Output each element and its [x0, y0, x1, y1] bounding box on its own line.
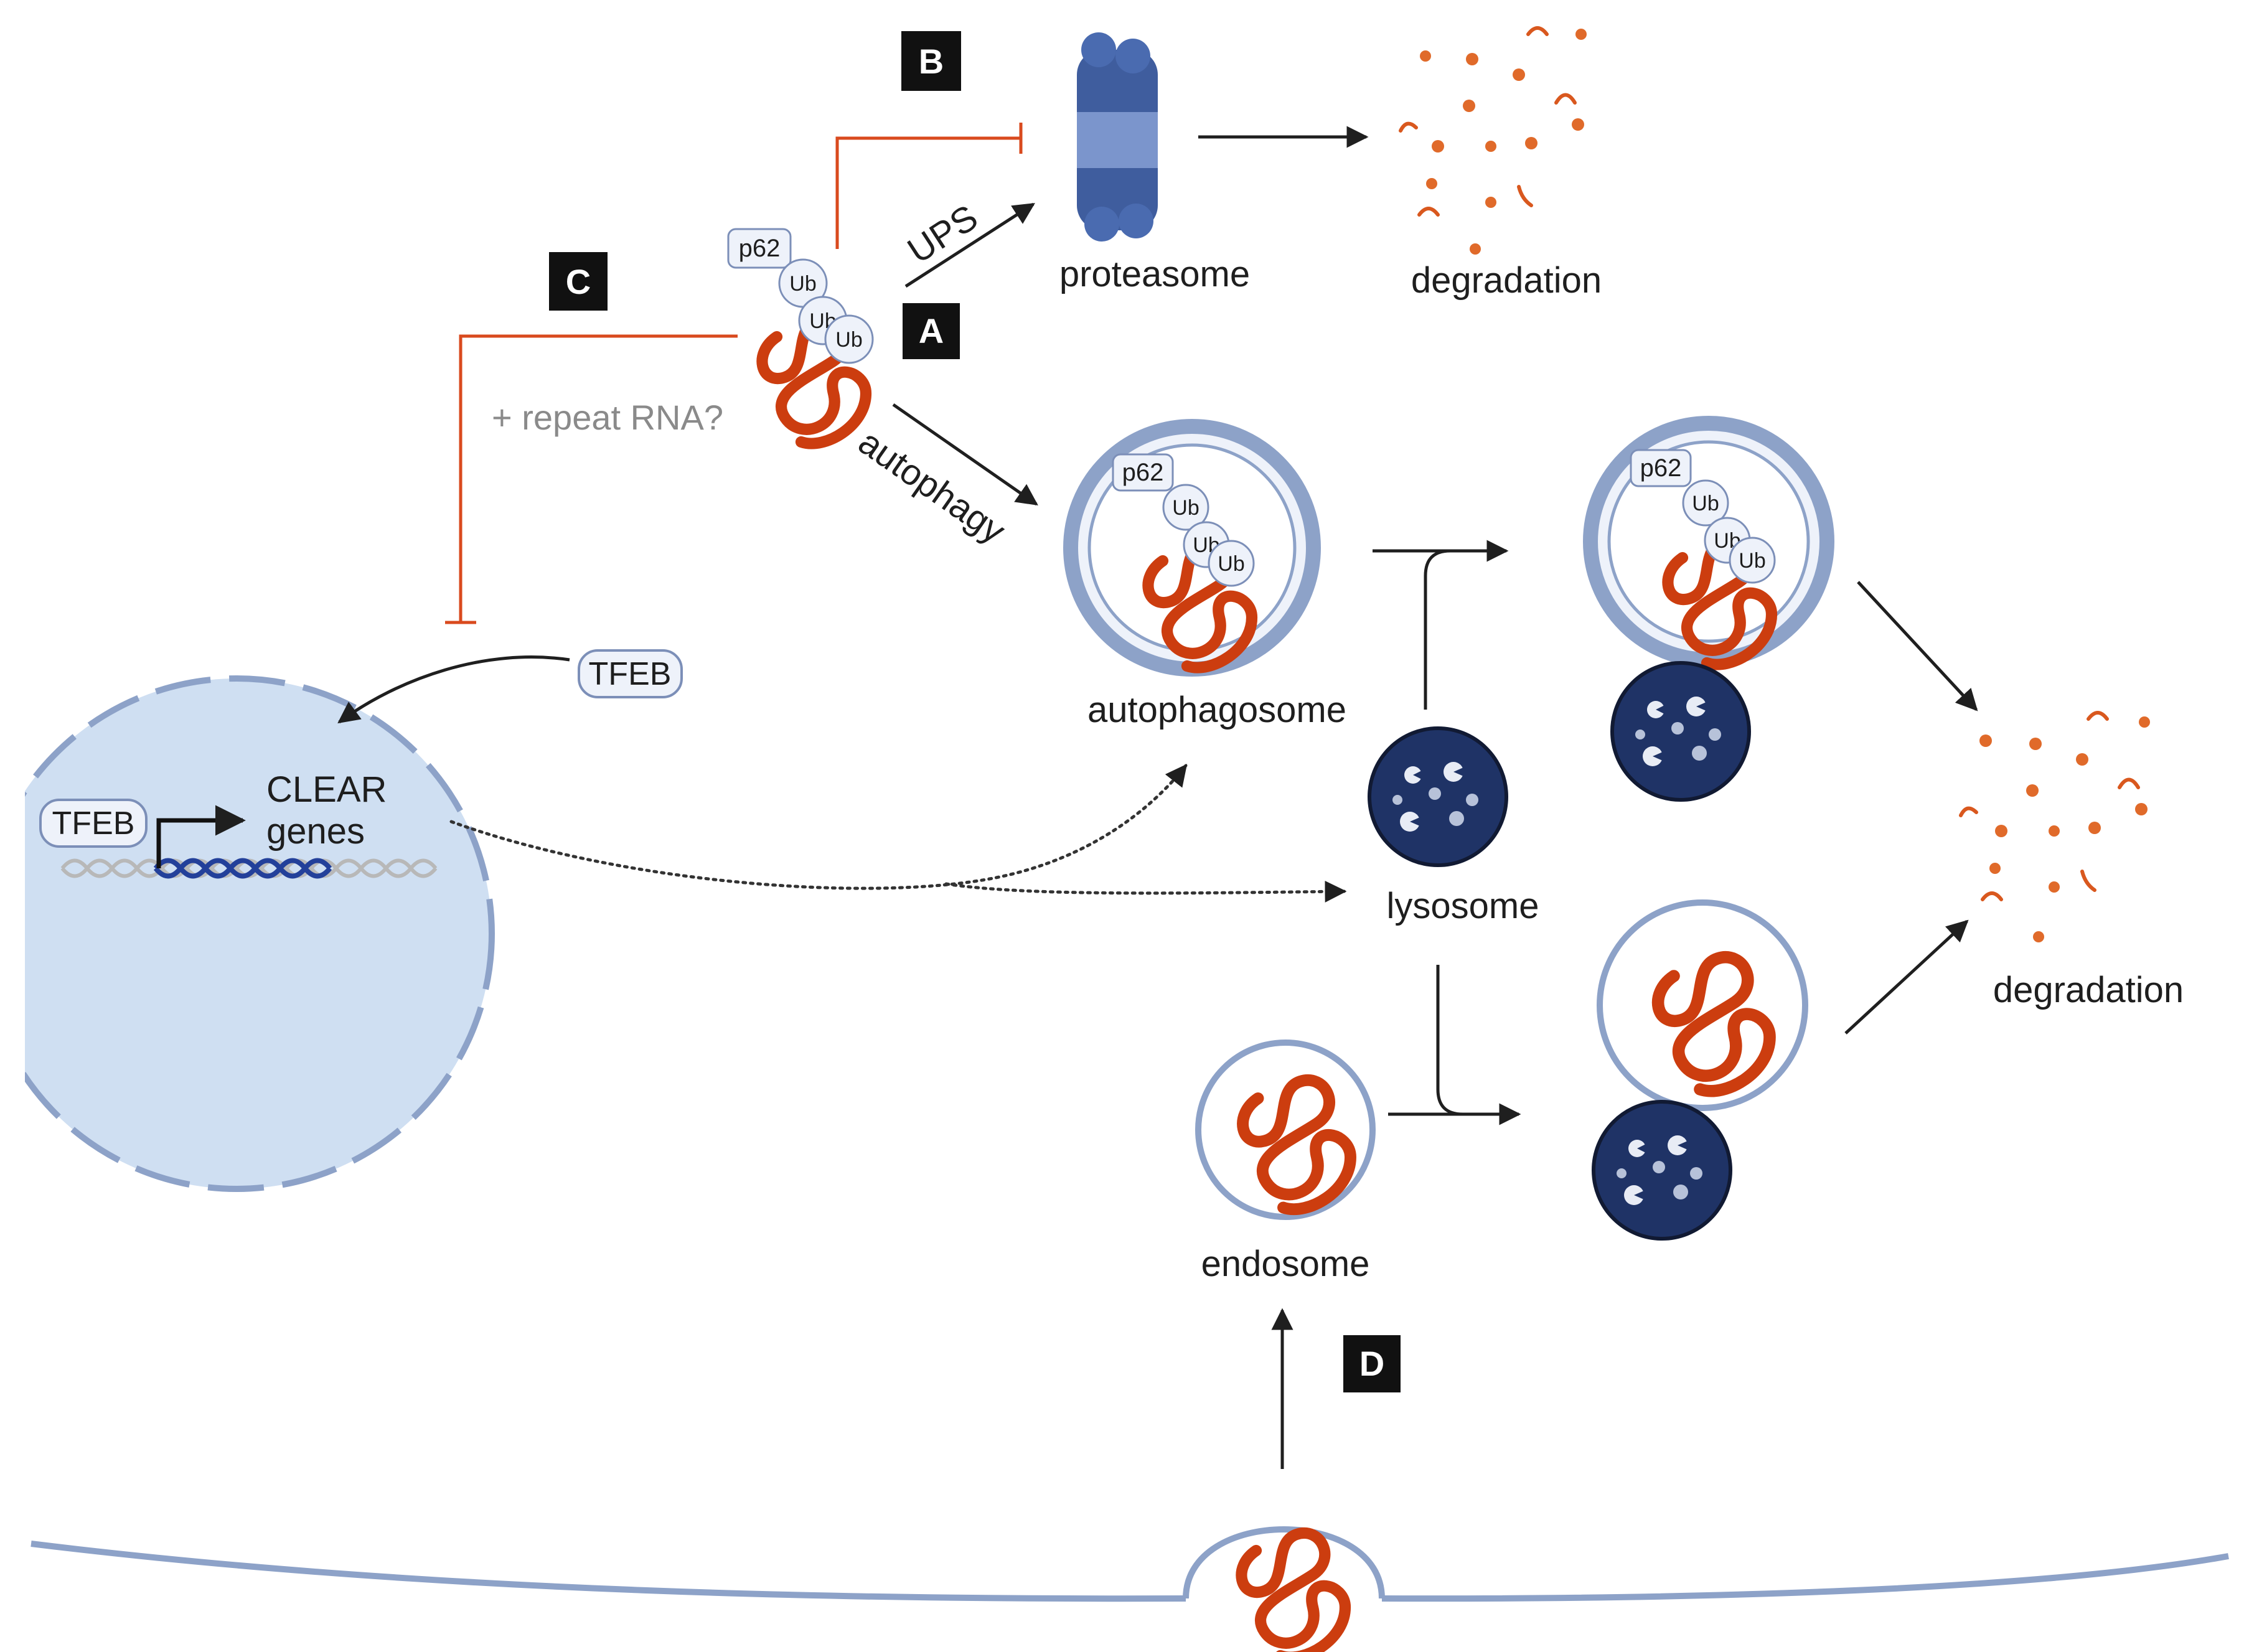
endocytic-vesicle	[1183, 1526, 1385, 1652]
svg-text:Ub: Ub	[1692, 492, 1719, 515]
degradation-fragments-right	[1959, 711, 2150, 942]
clear-genes-label-line2: genes	[266, 811, 365, 852]
lysosome-label: lysosome	[1387, 886, 1539, 926]
label-box-a: A	[903, 303, 960, 359]
autophagosome: p62 Ub Ub Ub	[1063, 419, 1321, 677]
label-box-b: B	[901, 31, 961, 91]
repeat-rna-label: + repeat RNA?	[492, 398, 723, 437]
dna-helix	[60, 858, 438, 879]
svg-text:p62: p62	[1122, 459, 1164, 486]
clear-genes-label: CLEAR	[266, 769, 387, 810]
svg-text:Ub: Ub	[1218, 552, 1244, 576]
svg-text:C: C	[566, 262, 591, 301]
degradation-label-top: degradation	[1411, 260, 1602, 301]
svg-text:Ub: Ub	[835, 328, 862, 352]
plasma-membrane	[31, 1541, 2229, 1602]
svg-text:Ub: Ub	[789, 272, 816, 296]
p62-tag: p62	[739, 235, 781, 262]
tfeb-nuclear-tag: TFEB	[39, 799, 148, 848]
lysosome-to-endolysosome-line	[1436, 965, 1463, 1116]
degradation-label-right: degradation	[1993, 970, 2184, 1010]
autophagy-label: autophagy	[852, 421, 1013, 551]
nucleus	[0, 622, 495, 1245]
svg-text:Ub: Ub	[1739, 549, 1765, 573]
svg-text:B: B	[919, 42, 944, 81]
lysosome-to-autolysosome-line	[1424, 549, 1451, 710]
lysosome	[1368, 726, 1508, 867]
svg-text:D: D	[1359, 1344, 1384, 1383]
ups-arrow	[904, 202, 1035, 288]
clear-to-lysosome-dotted-arrow	[944, 880, 1347, 903]
label-box-c: C	[549, 252, 608, 311]
tfeb-translocation-arrow	[337, 655, 570, 724]
label-box-d: D	[1343, 1335, 1401, 1392]
inhibition-line-b	[835, 123, 1023, 249]
tfeb-cytoplasmic-tag: TFEB	[578, 649, 683, 698]
endosome-label: endosome	[1201, 1244, 1370, 1284]
ubiquitinated-protein: p62 Ub Ub Ub	[727, 228, 874, 444]
svg-text:A: A	[919, 311, 944, 350]
proteasome-icon	[1077, 32, 1158, 242]
endosome	[1195, 1040, 1376, 1220]
ups-label: UPS	[901, 197, 985, 271]
proteasome-label: proteasome	[1059, 254, 1250, 294]
endolysosome-to-degradation-arrow	[1844, 919, 1969, 1035]
autophagosome-label: autophagosome	[1087, 690, 1346, 730]
autolysosome: p62 Ub Ub Ub	[1583, 416, 1834, 802]
autolysosome-to-degradation-arrow	[1857, 581, 1978, 711]
inhibition-line-c	[445, 334, 738, 624]
autophagy-arrow	[892, 403, 1038, 506]
svg-text:p62: p62	[1640, 454, 1682, 482]
svg-text:Ub: Ub	[1172, 496, 1199, 520]
svg-text:TFEB: TFEB	[589, 656, 672, 692]
degradation-fragments-top	[1399, 26, 1587, 255]
transcription-start-arrow	[156, 805, 246, 868]
endolysosome	[1592, 899, 1808, 1241]
clear-to-autophagosome-dotted-arrow	[449, 764, 1188, 890]
svg-text:TFEB: TFEB	[52, 805, 135, 842]
